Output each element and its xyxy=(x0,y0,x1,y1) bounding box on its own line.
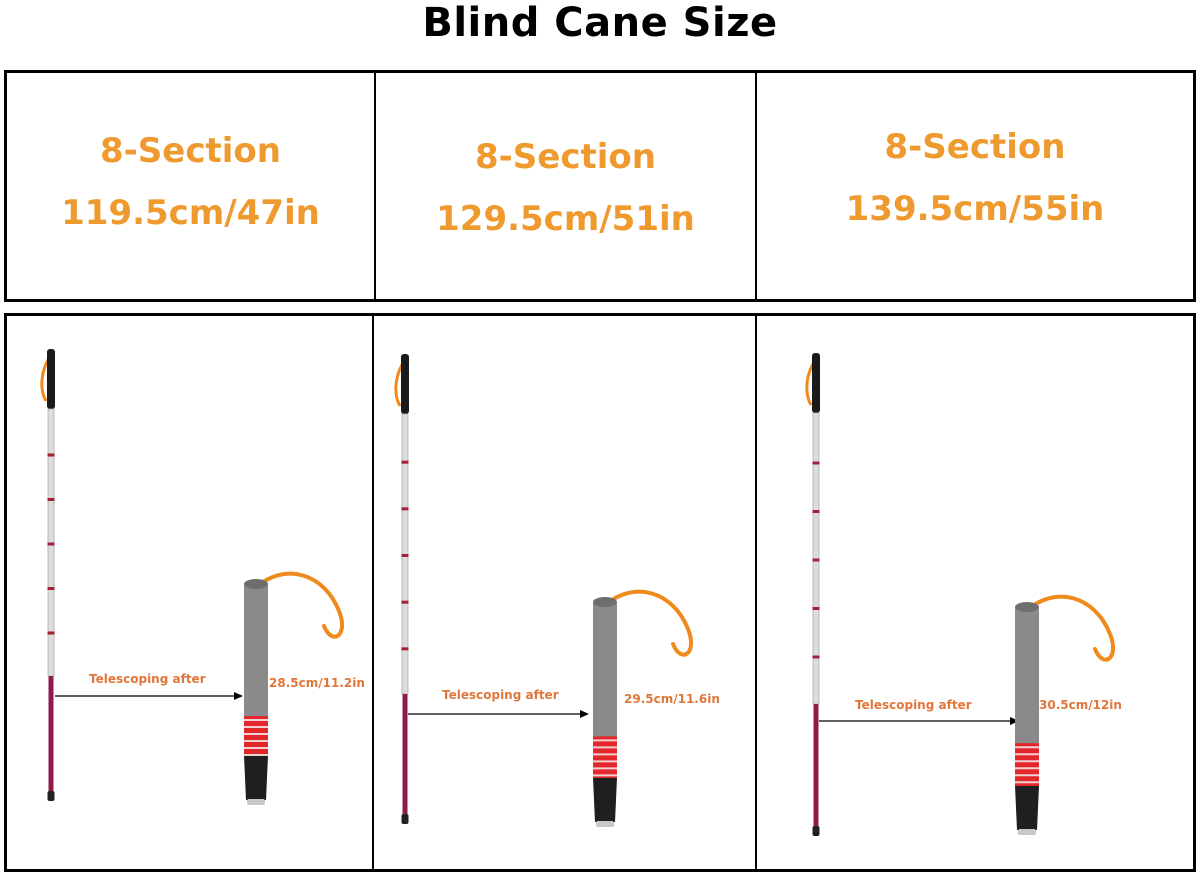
folded-cap xyxy=(1015,602,1039,612)
folded-strap xyxy=(1023,594,1116,662)
folded-bottom xyxy=(1015,786,1039,830)
section-count: 8-Section xyxy=(475,137,656,177)
cane-tip xyxy=(47,791,55,801)
grip-stripes xyxy=(244,716,268,756)
cane-image-cell-1: Telescoping after 28.5cm/11.2in xyxy=(7,316,372,869)
folded-grip xyxy=(1015,604,1039,786)
cane-joint xyxy=(401,554,409,557)
spec-cell-2: 8-Section 129.5cm/51in xyxy=(374,73,755,299)
cane-tip xyxy=(812,826,820,836)
folded-grip xyxy=(244,581,268,756)
cane-tip xyxy=(401,814,409,824)
spec-table: 8-Section 119.5cm/47in 8-Section 129.5cm… xyxy=(4,70,1196,302)
cane-grip xyxy=(47,349,55,409)
cane-joint xyxy=(401,460,409,464)
cane-joint xyxy=(47,453,55,457)
cane-joint xyxy=(401,600,409,604)
cane-lower-segment xyxy=(813,704,819,826)
cane-joint xyxy=(401,507,409,511)
section-count: 8-Section xyxy=(884,127,1066,167)
folded-cap xyxy=(593,597,617,607)
cane-joint xyxy=(401,647,409,651)
arrow-head-icon xyxy=(234,692,243,700)
cane-joint xyxy=(47,631,55,635)
cane-joint xyxy=(812,461,820,465)
spec-cell-1: 8-Section 119.5cm/47in xyxy=(7,73,374,299)
folded-tip xyxy=(596,821,614,827)
cane-grip xyxy=(812,353,820,413)
cane-length: 139.5cm/55in xyxy=(845,189,1105,229)
telescoping-label: Telescoping after xyxy=(855,698,972,712)
cane-illustration xyxy=(394,354,694,827)
cane-grip xyxy=(401,354,409,414)
cane-joint xyxy=(47,542,55,546)
folded-bottom xyxy=(593,778,617,822)
image-table: Telescoping after 28.5cm/11.2in Telescop… xyxy=(4,313,1196,872)
cane-illustration xyxy=(805,353,1116,836)
cane-lower-segment xyxy=(48,676,54,791)
grip-stripes xyxy=(1015,743,1039,786)
cane-joint xyxy=(47,587,55,590)
section-count: 8-Section xyxy=(100,131,281,171)
cane-joint xyxy=(812,607,820,610)
grip-stripes xyxy=(593,736,617,778)
cane-image-cell-3: Telescoping after 30.5cm/12in xyxy=(755,316,1193,869)
arrow-head-icon xyxy=(580,710,589,718)
cane-illustration xyxy=(40,349,345,805)
telescoping-label: Telescoping after xyxy=(89,672,206,686)
cane-image-cell-2: Telescoping after 29.5cm/11.6in xyxy=(372,316,755,869)
spec-cell-3: 8-Section 139.5cm/55in xyxy=(755,73,1193,299)
cane-length: 129.5cm/51in xyxy=(436,199,695,239)
folded-strap xyxy=(601,589,694,657)
folded-bottom xyxy=(244,756,268,800)
folded-cap xyxy=(244,579,268,589)
folded-length-label: 29.5cm/11.6in xyxy=(624,692,720,706)
folded-tip xyxy=(1018,829,1036,835)
cane-joint xyxy=(47,498,55,501)
folded-grip xyxy=(593,599,617,778)
telescoping-label: Telescoping after xyxy=(442,688,559,702)
cane-joint xyxy=(812,510,820,513)
cane-joint xyxy=(812,655,820,659)
arrow-head-icon xyxy=(1010,717,1019,725)
cane-length: 119.5cm/47in xyxy=(61,193,320,233)
folded-length-label: 30.5cm/12in xyxy=(1039,698,1122,712)
folded-strap xyxy=(252,571,345,639)
cane-joint xyxy=(812,558,820,562)
page-title: Blind Cane Size xyxy=(422,0,778,46)
folded-length-label: 28.5cm/11.2in xyxy=(269,676,365,690)
folded-tip xyxy=(247,799,265,805)
cane-lower-segment xyxy=(402,694,408,814)
